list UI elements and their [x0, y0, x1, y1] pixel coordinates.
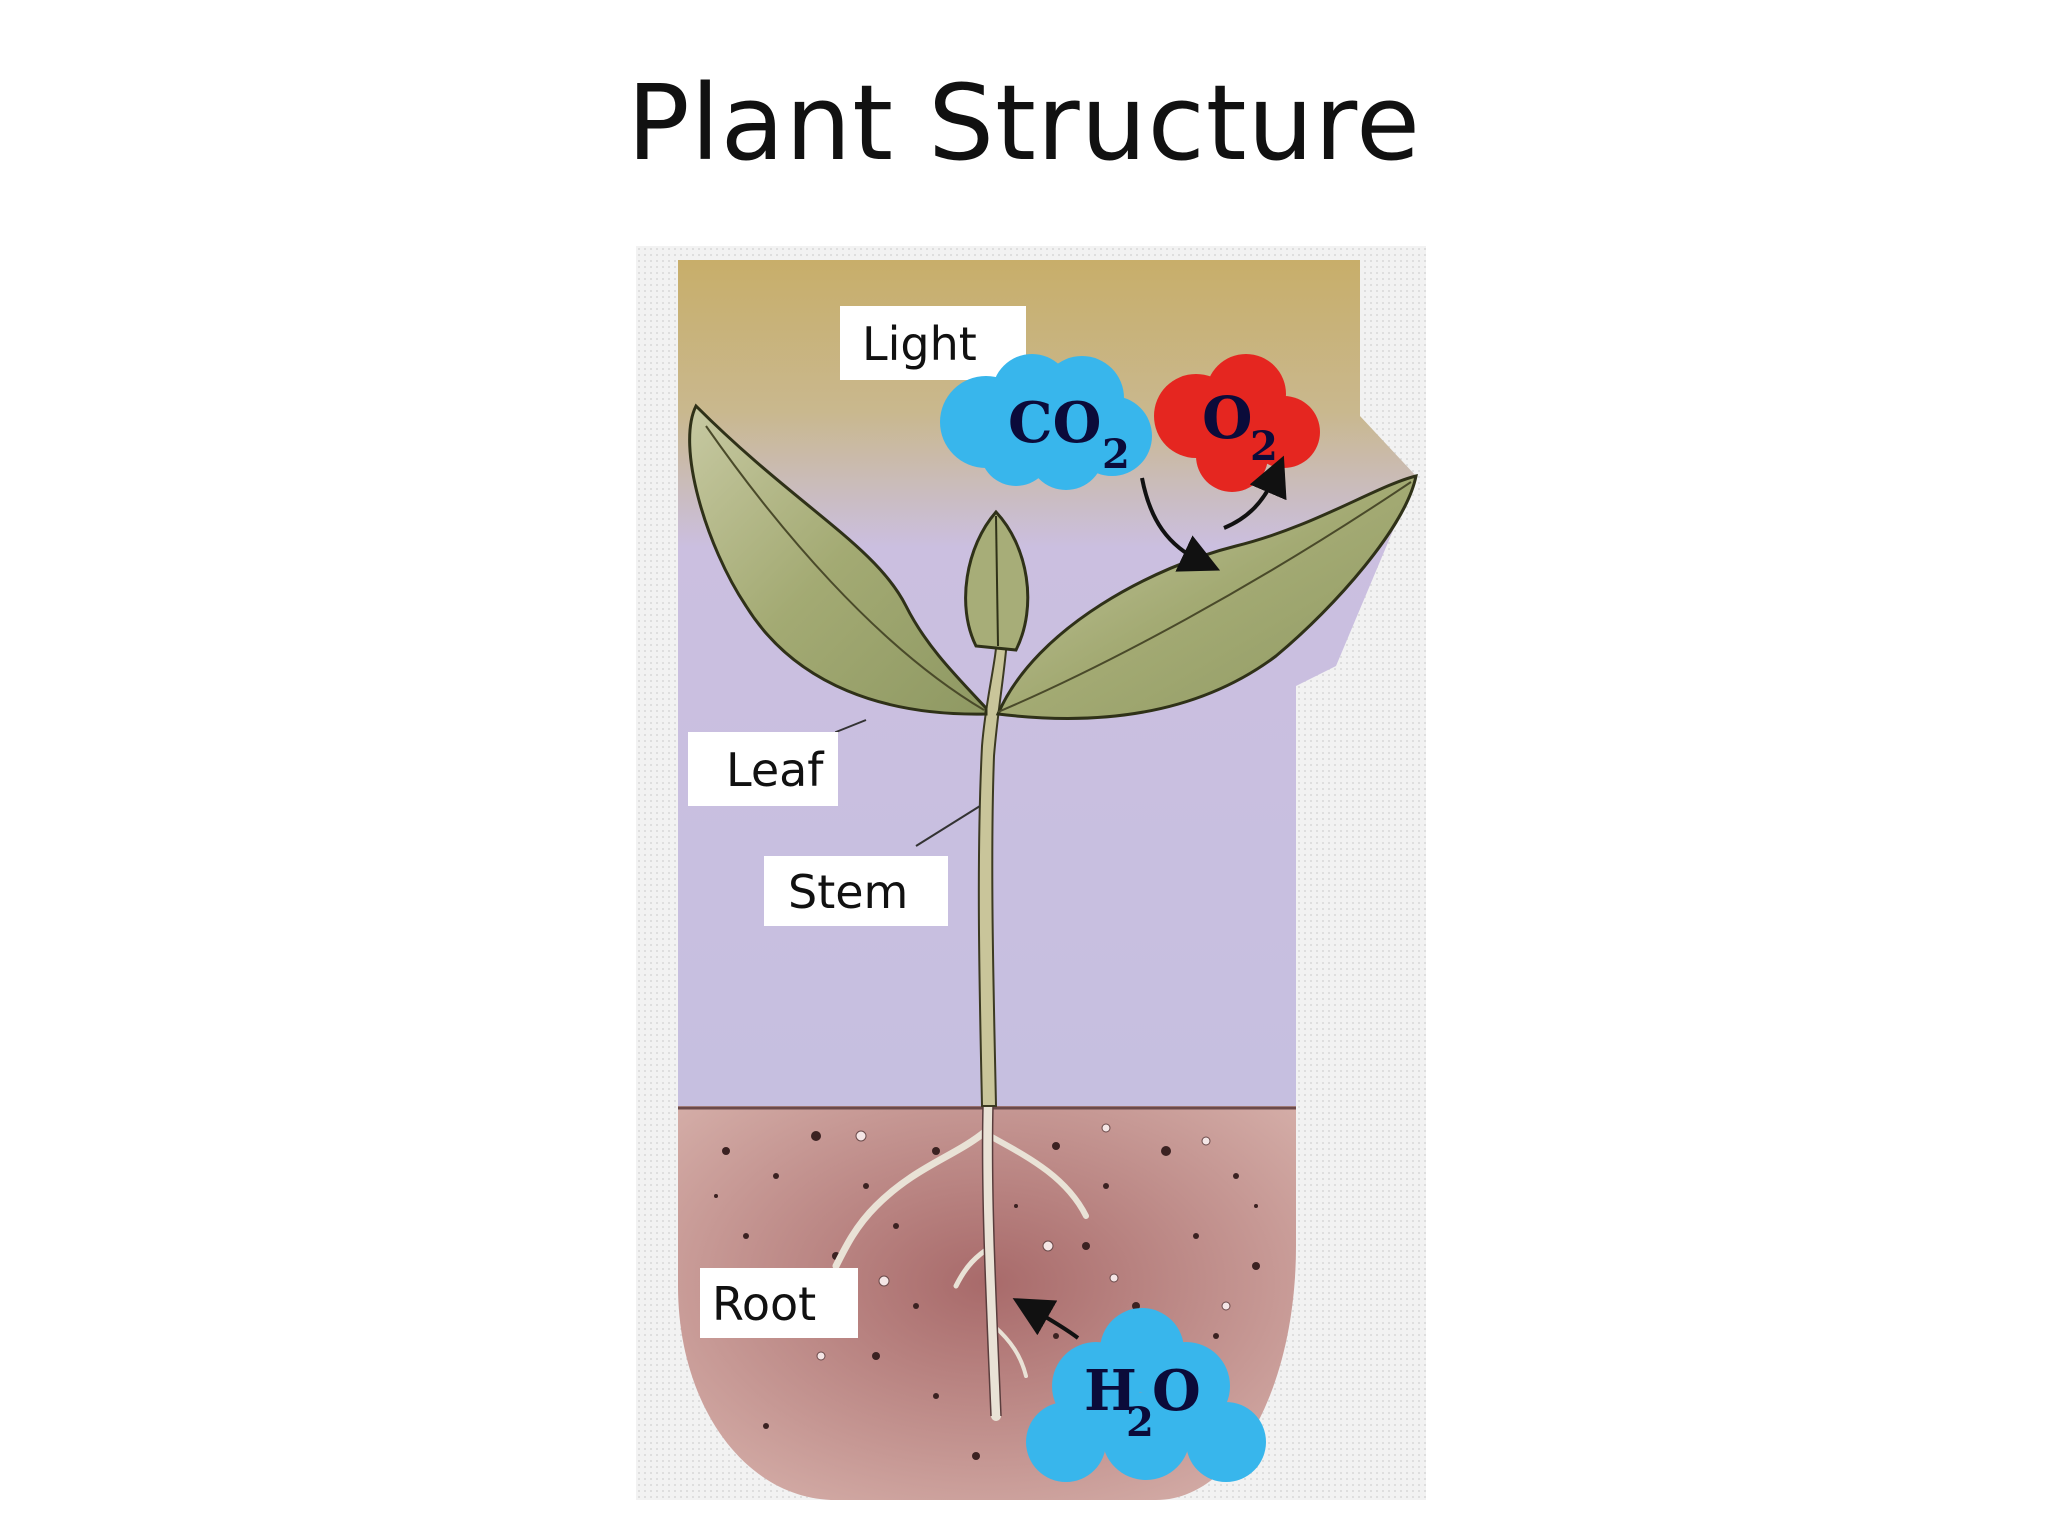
- soil-pebbles: [816, 1123, 1231, 1361]
- h2o-subscript: 2: [1126, 1399, 1154, 1446]
- stem-label: Stem: [764, 856, 948, 926]
- leaf-label: Leaf: [688, 732, 838, 806]
- left-leaf: [688, 403, 988, 716]
- light-label: Light: [840, 306, 1026, 380]
- h2o-symbol-h: H: [1084, 1358, 1137, 1424]
- leaf-label-text: Leaf: [726, 743, 825, 797]
- o2-subscript: 2: [1250, 423, 1278, 470]
- o2-cloud: O 2: [1154, 354, 1320, 492]
- stem-label-text: Stem: [788, 865, 908, 919]
- left-leaf-vein: [705, 425, 985, 711]
- plant-roots: [832, 1101, 1089, 1421]
- light-label-text: Light: [862, 317, 977, 371]
- slide-title: Plant Structure: [627, 62, 1421, 184]
- o2-symbol: O: [1202, 384, 1253, 452]
- right-leaf: [995, 473, 1418, 720]
- bud-line: [995, 515, 999, 647]
- co2-subscript: 2: [1102, 431, 1130, 478]
- co2-in-arrow: [1140, 477, 1221, 572]
- co2-cloud: CO 2: [940, 354, 1152, 490]
- h2o-uptake-arrow: [1012, 1298, 1080, 1340]
- co2-symbol: CO: [1008, 390, 1101, 456]
- right-leaf-vein: [997, 481, 1412, 713]
- o2-out-arrow: [1223, 455, 1287, 530]
- plant-roots-outline: [981, 1105, 1002, 1417]
- plant-diagram: Light CO 2 O 2 Leaf Stem Root: [636, 246, 1426, 1500]
- h2o-cloud: H 2 O: [1026, 1308, 1266, 1482]
- root-label-text: Root: [712, 1277, 816, 1331]
- root-label: Root: [700, 1268, 858, 1338]
- h2o-symbol-o: O: [1152, 1358, 1201, 1424]
